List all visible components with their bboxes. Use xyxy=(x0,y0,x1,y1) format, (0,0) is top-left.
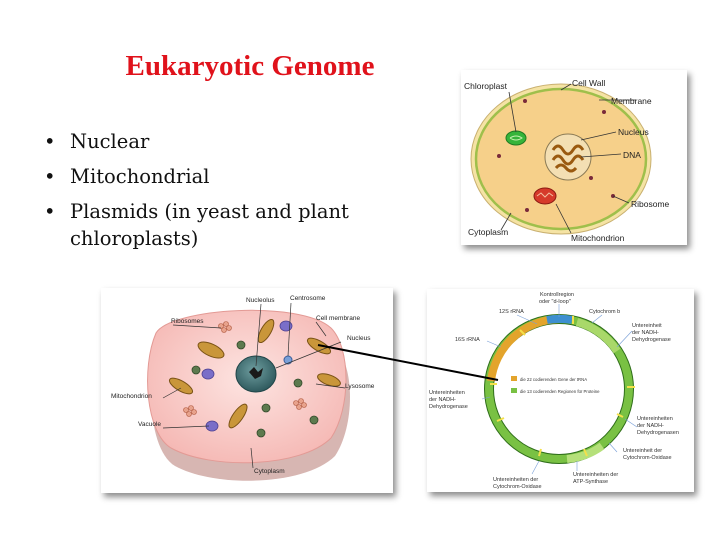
label-lysosome: Lysosome xyxy=(345,383,375,390)
label-atp-2: ATP-Synthase xyxy=(573,479,608,485)
trna-ticks xyxy=(490,316,635,457)
lysosome-icons xyxy=(191,340,319,438)
mtdna-leader-lines xyxy=(481,304,638,475)
rrna-arc xyxy=(487,315,560,382)
chloroplast-icon xyxy=(505,130,527,146)
label-cox-bottom-2: Cytochrom-Oxidase xyxy=(493,484,542,490)
label-cytoplasm: Cytoplasm xyxy=(254,468,285,475)
label-nadh-right-3: Dehydrogenasen xyxy=(637,430,679,436)
label-cox-right-2: Cytochrom-Oxidase xyxy=(623,455,672,461)
mitochondrion-icon xyxy=(533,187,557,205)
plant-cell-figure: Chloroplast Cell Wall Membrane Nucleus D… xyxy=(461,70,687,245)
label-nadh-left-2: der NADH- xyxy=(429,397,456,403)
label-nadh-right-2: der NADH- xyxy=(637,423,664,429)
label-cytoplasm: Cytoplasm xyxy=(468,227,508,237)
label-vacuole: Vacuole xyxy=(138,421,161,428)
mtdna-figure: die 22 codierenden Gene der tRNA die 13 … xyxy=(427,289,694,492)
label-nadh-left-3: Dehydrogenase xyxy=(429,404,468,410)
animal-cell-figure: Nucleolus Centrosome Ribosomes Cell memb… xyxy=(101,288,393,493)
legend-swatch-trna xyxy=(511,376,517,381)
legend-proteins: die 13 codierenden Regionen für Proteine xyxy=(520,389,600,394)
label-cytochrom-b: Cytochrom b xyxy=(589,309,620,315)
label-nucleus: Nucleus xyxy=(347,335,371,342)
mitochondrion-cristae xyxy=(536,192,554,198)
label-d-loop: oder "d-loop" xyxy=(539,299,571,305)
bullet-nuclear: Nuclear xyxy=(40,128,400,155)
bullet-mitochondrial: Mitochondrial xyxy=(40,163,400,190)
atp-arc xyxy=(566,442,605,463)
label-mitochondrion: Mitochondrion xyxy=(111,393,152,400)
animal-cell-svg: Nucleolus Centrosome Ribosomes Cell memb… xyxy=(111,295,375,481)
nucleolus-icon xyxy=(249,367,263,379)
legend-swatch-proteins xyxy=(511,388,517,393)
label-nucleus: Nucleus xyxy=(618,127,649,137)
label-cell-membrane: Cell membrane xyxy=(316,315,360,322)
label-nadh-top-right-3: Dehydrogenase xyxy=(632,337,671,343)
mtdna-svg: die 22 codierenden Gene der tRNA die 13 … xyxy=(429,292,679,490)
label-16s-rrna: 16S rRNA xyxy=(455,337,480,343)
label-cox-right-1: Untereinheit der xyxy=(623,448,662,454)
plant-cell-svg: Chloroplast Cell Wall Membrane Nucleus D… xyxy=(464,78,670,243)
label-nadh-right-1: Untereinheiten xyxy=(637,416,673,422)
label-ribosomes: Ribosomes xyxy=(171,318,204,325)
control-region-arc xyxy=(546,314,573,324)
label-nadh-left-1: Untereinheiten xyxy=(429,390,465,396)
plant-leader-lines xyxy=(500,83,636,234)
label-chloroplast: Chloroplast xyxy=(464,81,508,91)
vacuole-icons xyxy=(201,320,293,432)
slide-title: Eukaryotic Genome xyxy=(125,50,375,82)
ribosome-clusters xyxy=(183,321,307,417)
label-nucleolus: Nucleolus xyxy=(246,297,275,304)
label-cell-wall: Cell Wall xyxy=(572,78,605,88)
legend-trna: die 22 codierenden Gene der tRNA xyxy=(520,377,587,382)
label-nadh-top-right-2: der NADH- xyxy=(632,330,659,336)
label-centrosome: Centrosome xyxy=(290,295,326,302)
bullet-list: Nuclear Mitochondrial Plasmids (in yeast… xyxy=(40,128,400,260)
label-atp-1: Untereinheiten der xyxy=(573,472,618,478)
label-12s-rrna: 12S rRNA xyxy=(499,309,524,315)
chloroplast-detail xyxy=(509,135,523,141)
label-cox-bottom-1: Untereinheiten der xyxy=(493,477,538,483)
dna-icon xyxy=(551,144,585,173)
bullet-plasmids: Plasmids (in yeast and plant chloroplast… xyxy=(40,198,400,252)
label-membrane: Membrane xyxy=(611,96,652,106)
label-ribosome: Ribosome xyxy=(631,199,670,209)
label-control-region: Kontrollregion xyxy=(540,292,574,298)
label-nadh-top-right-1: Untereinheit xyxy=(632,323,662,329)
ribosome-dots xyxy=(497,99,615,212)
cytochrom-b-arc xyxy=(575,318,621,354)
centrosome-icon xyxy=(283,355,293,365)
label-dna: DNA xyxy=(623,150,641,160)
label-mitochondrion: Mitochondrion xyxy=(571,233,625,243)
